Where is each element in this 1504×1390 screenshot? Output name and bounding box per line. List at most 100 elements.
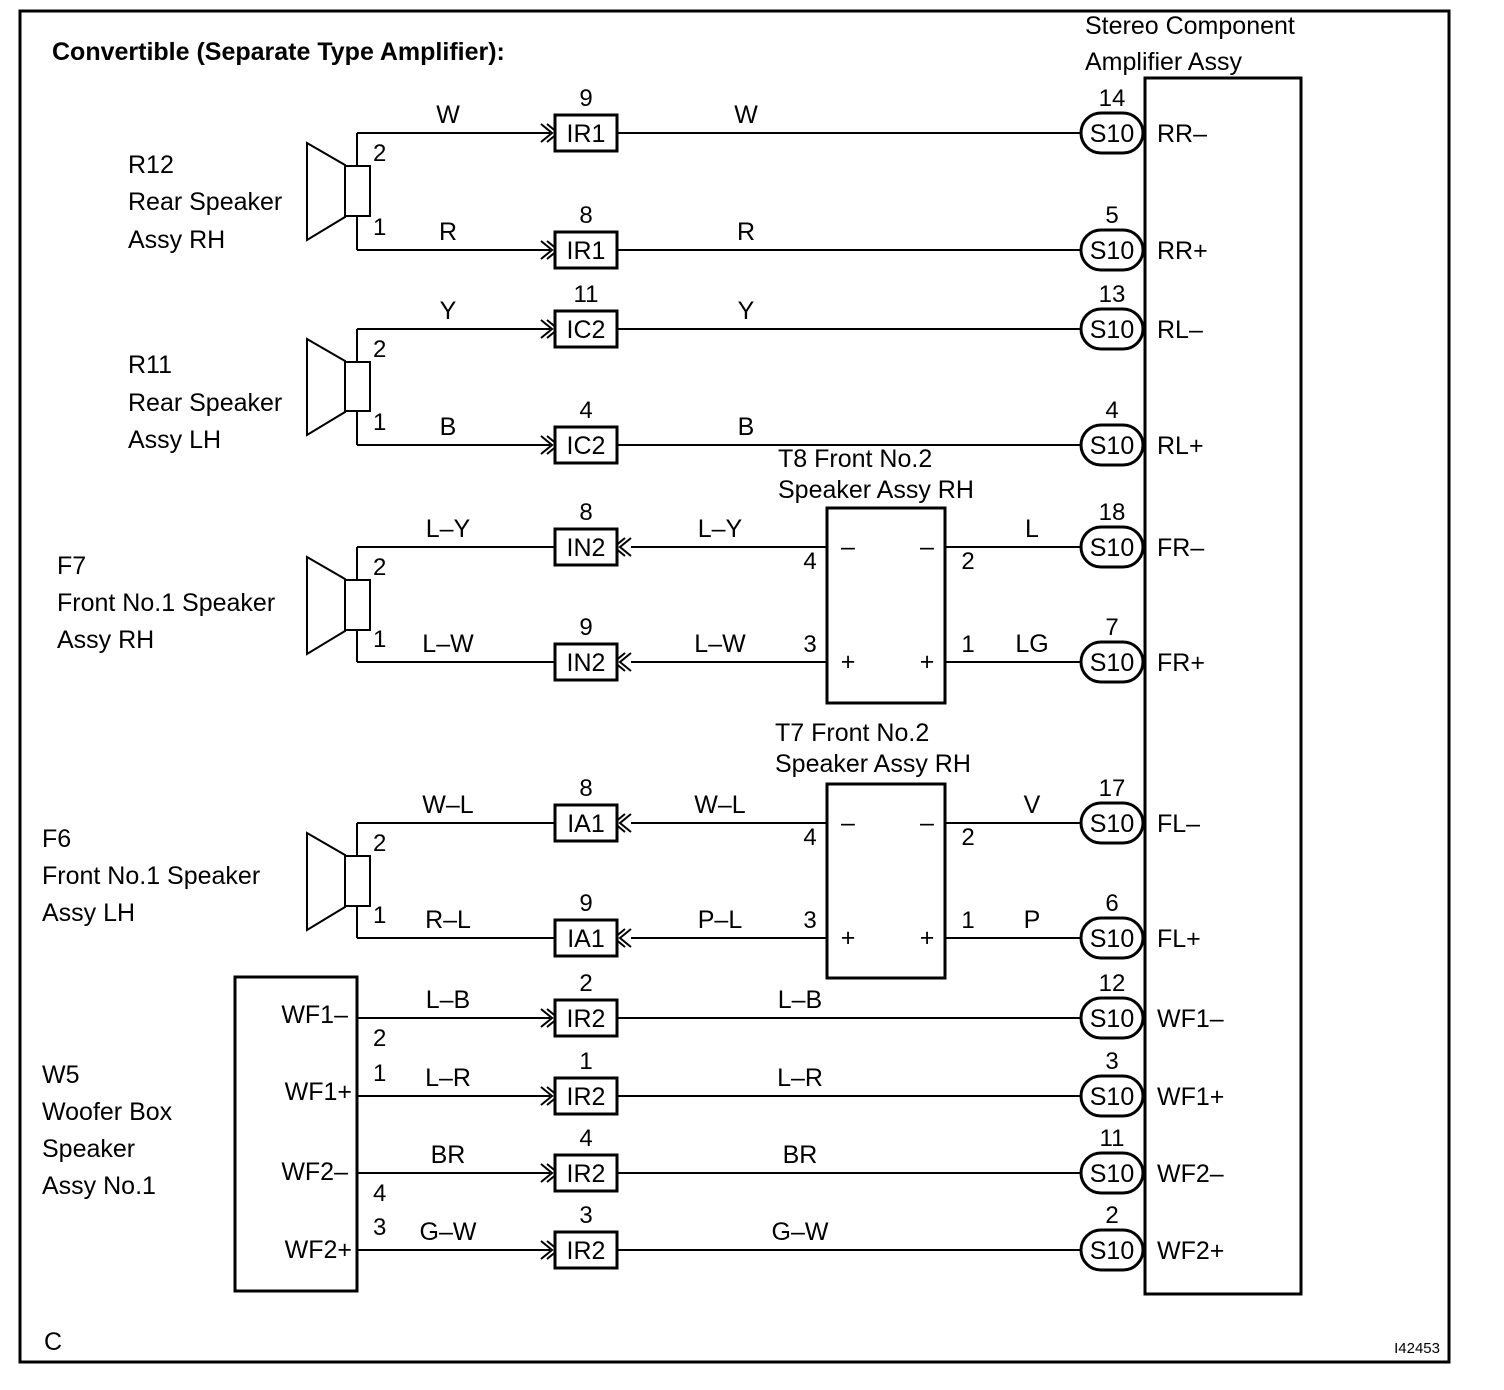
wire-color-right-2: R — [737, 218, 755, 246]
amp-terminal-6: FR+ — [1157, 649, 1205, 677]
f7-label: F7 Front No.1 Speaker Assy RH — [57, 552, 275, 654]
r12-label: R12 Rear Speaker Assy RH — [128, 151, 282, 254]
amp-connector-oval-7 — [1079, 801, 1145, 845]
tweeter-in-sign-8: + — [841, 924, 856, 952]
f6-speaker-icon — [306, 831, 371, 932]
amp-pin-9: 12 — [1099, 970, 1126, 997]
amp-connector-oval-5 — [1079, 525, 1145, 569]
tweeter-in-sign-5: – — [841, 533, 855, 561]
amp-connector-name-4: S10 — [1090, 432, 1134, 460]
diagram-title: Convertible (Separate Type Amplifier): — [52, 38, 505, 66]
amp-pin-5: 18 — [1099, 499, 1126, 526]
f6-line1: Front No.1 Speaker — [42, 862, 260, 890]
amp-connector-name-10: S10 — [1090, 1083, 1134, 1111]
amp-terminal-1: RR– — [1157, 120, 1207, 148]
amp-connector-oval-3 — [1079, 307, 1145, 351]
wire-color-right-10: L–R — [777, 1064, 823, 1092]
connector-name-12: IR2 — [567, 1237, 606, 1265]
wire-color-left-4: B — [440, 413, 457, 441]
amp-terminal-3: RL– — [1157, 316, 1203, 344]
tweeter-out-pin-8: 1 — [961, 907, 974, 934]
amp-terminal-5: FR– — [1157, 534, 1204, 562]
amp-connector-oval-6 — [1079, 640, 1145, 684]
amp-pin-4: 4 — [1105, 397, 1118, 424]
f7-line1: Front No.1 Speaker — [57, 589, 275, 617]
connector-box-3 — [553, 309, 619, 349]
wire-color-right-7: V — [1024, 791, 1041, 819]
amp-connector-name-5: S10 — [1090, 534, 1134, 562]
connector-pin-4: 4 — [579, 397, 592, 424]
connector-box-1 — [553, 113, 619, 153]
amp-connector-oval-11 — [1079, 1151, 1145, 1195]
w5-code: W5 — [42, 1061, 80, 1089]
connector-name-8: IA1 — [567, 925, 605, 953]
r11-line1: Rear Speaker — [128, 389, 282, 417]
r12-line2: Assy RH — [128, 226, 225, 254]
amp-connector-oval-2 — [1079, 228, 1145, 272]
w5-woofer-box — [233, 975, 359, 1293]
tweeter-out-sign-5: – — [920, 533, 934, 561]
w5-terminal-wf1-plus: WF1+ — [285, 1078, 352, 1106]
tweeter-in-sign-7: – — [841, 809, 855, 837]
speaker-pin-5: 2 — [373, 554, 386, 581]
amp-connector-name-11: S10 — [1090, 1160, 1134, 1188]
t7-line2: Speaker Assy RH — [775, 750, 971, 778]
diagram-frame — [18, 9, 1451, 1364]
wire-color-left-9: L–B — [426, 986, 470, 1014]
amp-terminal-2: RR+ — [1157, 237, 1208, 265]
tweeter-out-pin-6: 1 — [961, 631, 974, 658]
amp-connector-name-1: S10 — [1090, 120, 1134, 148]
amp-terminal-10: WF1+ — [1157, 1083, 1224, 1111]
amp-pin-10: 3 — [1105, 1048, 1118, 1075]
amp-pin-2: 5 — [1105, 202, 1118, 229]
amp-terminal-9: WF1– — [1157, 1005, 1224, 1033]
tweeter-out-sign-7: – — [920, 809, 934, 837]
amp-connector-name-7: S10 — [1090, 810, 1134, 838]
connector-box-6 — [553, 642, 619, 682]
amp-connector-oval-4 — [1079, 423, 1145, 467]
speaker-pin-12: 3 — [373, 1214, 386, 1241]
amp-connector-oval-8 — [1079, 916, 1145, 960]
t8-tweeter-box — [825, 506, 947, 705]
wire-color-left-11: BR — [431, 1141, 466, 1169]
amp-terminal-11: WF2– — [1157, 1160, 1224, 1188]
connector-box-7 — [553, 803, 619, 843]
amp-connector-name-12: S10 — [1090, 1237, 1134, 1265]
connector-name-2: IR1 — [567, 237, 606, 265]
w5-terminal-wf1-minus: WF1– — [281, 1001, 348, 1029]
t8-line2: Speaker Assy RH — [778, 476, 974, 504]
connector-name-9: IR2 — [567, 1005, 606, 1033]
connector-name-3: IC2 — [567, 316, 606, 344]
wire-color-left-3: Y — [440, 297, 457, 325]
tweeter-in-pin-7: 4 — [803, 824, 816, 851]
wire-color-right-12: G–W — [772, 1218, 829, 1246]
f6-line2: Assy LH — [42, 899, 135, 927]
wire-color-left-7: W–L — [422, 791, 474, 819]
connector-name-5: IN2 — [567, 534, 606, 562]
f7-line2: Assy RH — [57, 626, 154, 654]
connector-pin-12: 3 — [579, 1202, 592, 1229]
wire-color-left-12: G–W — [420, 1218, 477, 1246]
t7-label: T7 Front No.2 Speaker Assy RH — [775, 719, 971, 778]
amp-pin-1: 14 — [1099, 85, 1126, 112]
wire-color-left-5: L–Y — [426, 515, 471, 543]
speaker-pin-1: 2 — [373, 140, 386, 167]
speaker-pin-9: 2 — [373, 1025, 386, 1052]
amp-connector-oval-1 — [1079, 111, 1145, 155]
amp-pin-6: 7 — [1105, 614, 1118, 641]
amp-pin-7: 17 — [1099, 775, 1126, 802]
wire-color-left-1: W — [436, 101, 460, 129]
wire-color-mid-8: P–L — [698, 906, 743, 934]
amp-connector-name-9: S10 — [1090, 1005, 1134, 1033]
connector-box-12 — [553, 1230, 619, 1270]
wire-color-left-6: L–W — [422, 630, 474, 658]
amp-terminal-7: FL– — [1157, 810, 1200, 838]
tweeter-in-sign-6: + — [841, 648, 856, 676]
corner-label: C — [44, 1328, 62, 1356]
amp-terminal-12: WF2+ — [1157, 1237, 1224, 1265]
tweeter-out-pin-5: 2 — [961, 548, 974, 575]
connector-name-11: IR2 — [567, 1160, 606, 1188]
amp-connector-name-2: S10 — [1090, 237, 1134, 265]
connector-name-10: IR2 — [567, 1083, 606, 1111]
